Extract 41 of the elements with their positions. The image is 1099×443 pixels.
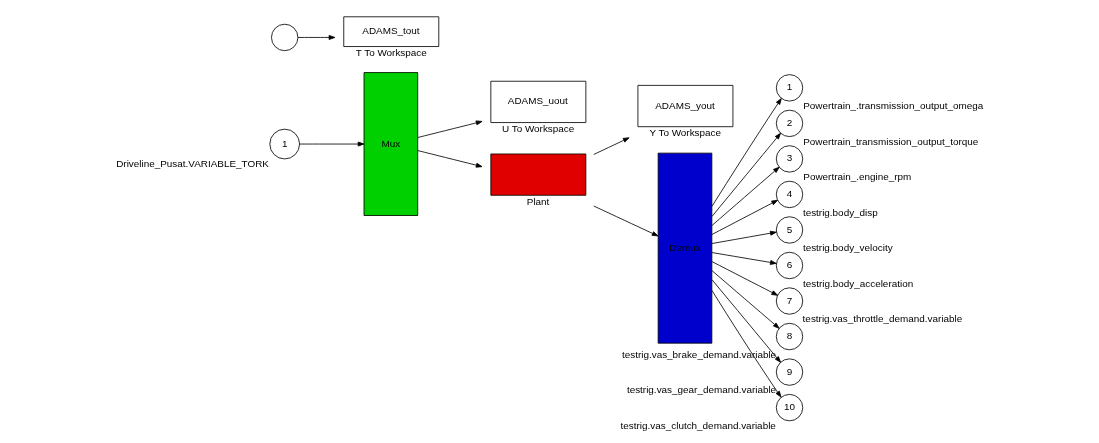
arrow <box>711 132 781 217</box>
node-label: Powertrain_transmission_output_torque <box>803 135 979 147</box>
arrow <box>711 166 780 226</box>
node-circle: 1 <box>775 74 804 102</box>
arrow <box>417 120 483 138</box>
node-label: testrig.vas_clutch_demand.variable <box>620 419 776 431</box>
node-label: Powertrain_.transmission_output_omega <box>803 100 984 112</box>
arrow <box>711 98 782 207</box>
node-circle: 5 <box>775 216 804 244</box>
node-box: Demux <box>657 152 713 344</box>
arrow <box>711 290 782 398</box>
arrow <box>711 230 777 244</box>
node-label: Plant <box>526 195 550 207</box>
node-circle: 2 <box>775 109 804 137</box>
node-label: Powertrain_.engine_rpm <box>803 171 912 183</box>
node-label: testrig.body_velocity <box>802 242 893 254</box>
arrow <box>299 141 365 147</box>
arrow <box>711 261 778 296</box>
node-label: testrig.body_disp <box>802 206 878 218</box>
node-label: testrig.body_acceleration <box>803 277 914 289</box>
arrow <box>711 270 780 329</box>
arrow <box>593 205 659 237</box>
node-circle: 6 <box>775 251 804 280</box>
node-label: testrig.vas_throttle_demand.variable <box>802 313 963 325</box>
node-label: T To Workspace <box>355 47 427 59</box>
node-label: Driveline_Pusat.VARIABLE_TORK <box>116 157 269 169</box>
arrow <box>593 137 630 155</box>
node-label: Y To Workspace <box>649 127 722 139</box>
node-label: U To Workspace <box>501 123 575 135</box>
arrow <box>711 199 778 235</box>
arrow <box>417 150 483 168</box>
node-label: testrig.vas_gear_demand.variable <box>626 384 777 396</box>
arrow <box>711 252 777 265</box>
node-circle <box>271 23 299 52</box>
arrow <box>711 279 781 363</box>
node-box: Mux <box>363 72 419 216</box>
node-circle: 4 <box>775 180 804 209</box>
node-circle: 10 <box>775 393 804 422</box>
node-circle: 7 <box>775 287 804 315</box>
arrow <box>297 35 336 40</box>
node-circle: 1 <box>269 128 300 160</box>
